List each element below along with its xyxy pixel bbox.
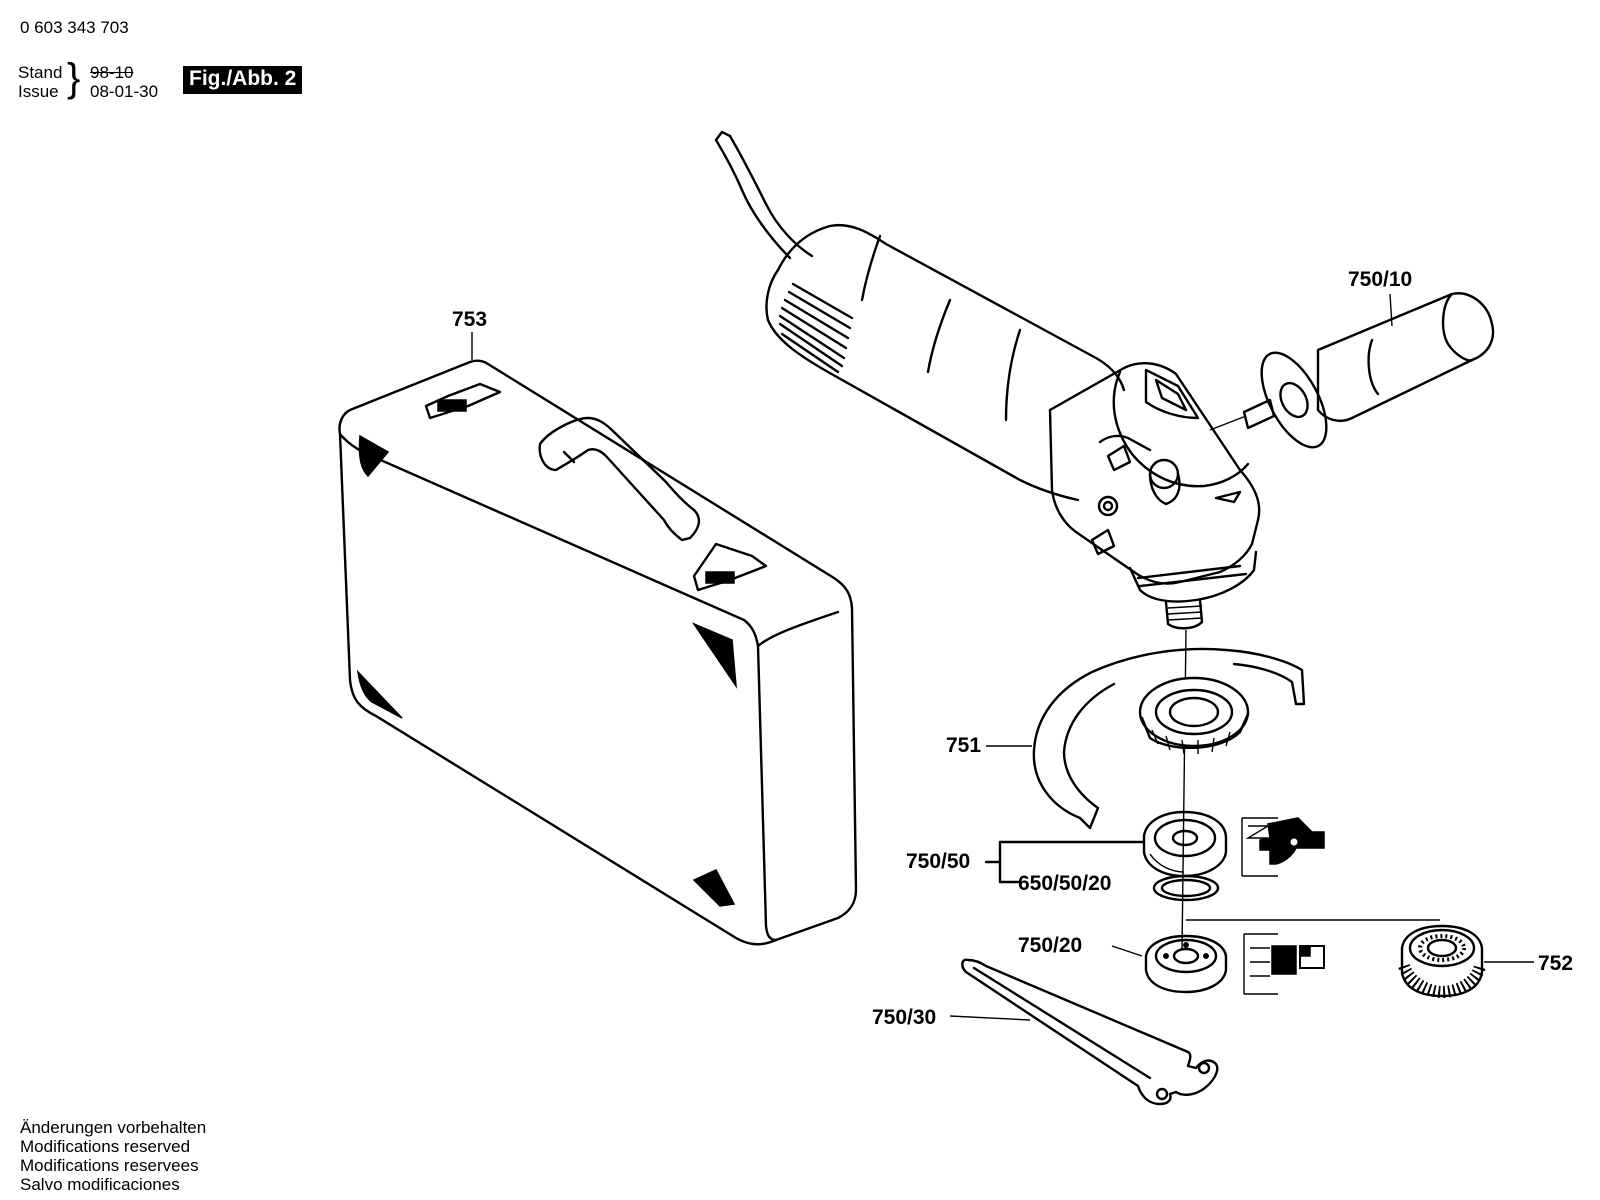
footer-line-en: Modifications reserved [20,1137,191,1156]
figure-label: Fig./Abb. 2 [183,66,303,94]
callout-750-50: 750/50 [906,840,1146,884]
callout-label-650-50-20: 650/50/20 [1018,872,1111,895]
callout-753: 753 [452,308,487,360]
clamp-nut-section-symbol [1243,933,1325,995]
wheel-guard [1032,647,1306,830]
o-ring [1152,874,1220,902]
callout-label-750-10: 750/10 [1348,268,1412,291]
issue-label: Issue [18,82,59,101]
callout-752: 752 [1484,952,1573,975]
clamp-nut [1144,934,1228,994]
part-number: 0 603 343 703 [20,18,129,37]
carrying-case [338,359,858,946]
callout-650-50-20: 650/50/20 [1018,872,1111,895]
callout-label-750-30: 750/30 [872,1006,936,1029]
footer-line-fr: Modifications reservees [20,1156,199,1175]
callout-label-751: 751 [946,734,981,757]
quick-clamping-nut [1398,924,1486,999]
callout-label-753: 753 [452,308,487,331]
callout-750-10: 750/10 [1348,268,1412,327]
footer-notice: Änderungen vorbehalten Modifications res… [20,1118,206,1194]
stand-label: Stand [18,63,63,82]
pin-spanner [961,958,1219,1106]
callout-label-750-20: 750/20 [1018,934,1082,957]
flange-section-symbol [1241,817,1325,877]
callout-750-20: 750/20 [1018,934,1143,957]
stand-issue-dates: 98-10 08-01-30 [90,63,158,101]
callout-750-30: 750/30 [872,1006,1031,1029]
footer-line-de: Änderungen vorbehalten [20,1118,207,1137]
callout-751: 751 [946,734,1032,757]
callout-label-750-50: 750/50 [906,850,970,873]
callout-label-752: 752 [1538,952,1573,975]
footer-line-es: Salvo modificaciones [20,1175,180,1194]
stand-date-struck: 98-10 [90,63,134,82]
issue-date: 08-01-30 [90,82,159,101]
angle-grinder [714,130,1261,630]
mounting-flange [1142,810,1228,878]
stand-issue-labels: Stand Issue [18,63,62,101]
brace-glyph: } [67,56,81,100]
auxiliary-handle [1209,292,1495,449]
